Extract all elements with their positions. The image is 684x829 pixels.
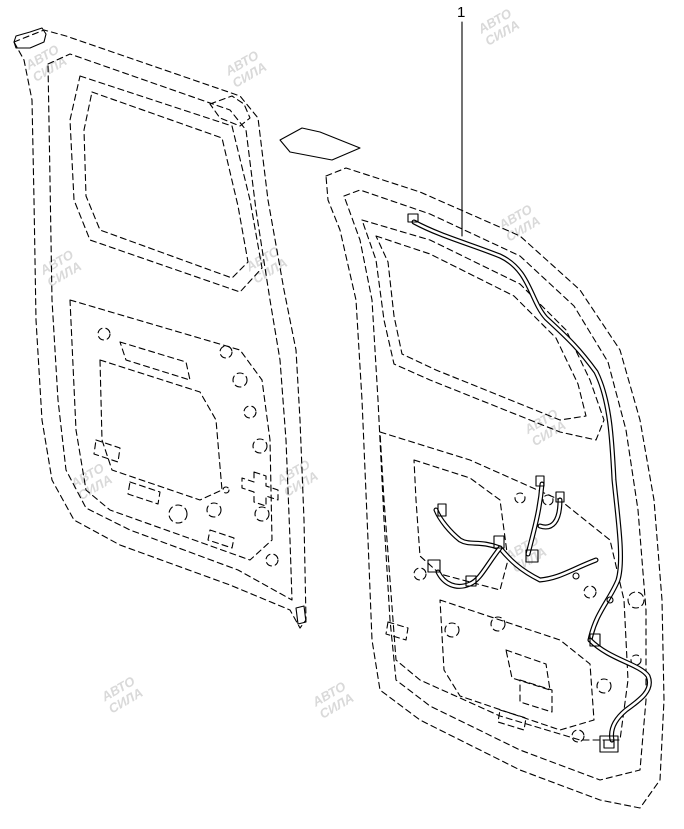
watermark: АВТО СИЛА bbox=[521, 406, 568, 449]
right-mount-hole bbox=[627, 591, 645, 609]
watermark: АВТО СИЛА bbox=[273, 457, 320, 500]
harness-clip bbox=[606, 596, 614, 604]
harness-loop-core bbox=[588, 638, 651, 742]
left-door-panel bbox=[13, 27, 307, 629]
door-wiring-harness bbox=[407, 213, 652, 753]
harness-connector bbox=[407, 213, 419, 223]
right-latch-bracket bbox=[519, 679, 553, 713]
left-mount-hole bbox=[243, 405, 257, 419]
right-window-frame bbox=[361, 219, 605, 441]
left-door-inner-edge bbox=[47, 53, 293, 601]
left-mount-hole bbox=[265, 553, 279, 567]
left-lower-bracket bbox=[295, 605, 307, 625]
harness-connector bbox=[535, 475, 545, 487]
right-slot bbox=[497, 709, 527, 731]
left-mount-hole bbox=[232, 372, 248, 388]
left-hinge-top bbox=[13, 27, 47, 49]
harness-connector bbox=[465, 575, 477, 587]
harness-end-connector-socket bbox=[603, 739, 615, 749]
harness-lower-branch bbox=[435, 545, 503, 589]
right-door-top-flange bbox=[279, 127, 361, 161]
watermark: АВТО СИЛА bbox=[495, 201, 542, 244]
right-mount-hole bbox=[490, 616, 506, 632]
callout-label: 1 bbox=[457, 4, 465, 21]
watermark: АВТО СИЛА bbox=[37, 247, 84, 290]
left-mount-hole bbox=[219, 345, 233, 359]
left-service-opening bbox=[99, 359, 223, 501]
left-mount-hole bbox=[206, 502, 222, 518]
left-hinge-bracket bbox=[209, 95, 251, 127]
left-slot bbox=[127, 481, 161, 505]
right-door-panel bbox=[279, 127, 665, 809]
left-slot bbox=[207, 529, 235, 549]
harness-lower-branch-core bbox=[436, 546, 502, 588]
watermark: АВТО СИЛА bbox=[222, 48, 269, 91]
left-mount-hole bbox=[168, 504, 188, 524]
watermark: АВТО СИЛА bbox=[98, 673, 145, 716]
left-mount-hole bbox=[97, 327, 111, 341]
left-slot bbox=[93, 439, 121, 463]
right-mount-hole bbox=[571, 729, 585, 743]
left-window-inner bbox=[83, 91, 249, 279]
right-lower-opening bbox=[439, 599, 595, 731]
left-window-frame bbox=[69, 75, 263, 293]
right-latch-bracket bbox=[505, 649, 551, 691]
right-mount-hole bbox=[413, 567, 427, 581]
harness-connector bbox=[493, 535, 505, 549]
harness-connector bbox=[427, 559, 441, 573]
left-mount-hole bbox=[254, 506, 270, 522]
right-mount-hole bbox=[542, 494, 554, 506]
right-mount-hole bbox=[514, 492, 526, 504]
right-door-inner-edge bbox=[343, 189, 647, 781]
left-cutout-upper bbox=[119, 341, 191, 381]
right-service-opening bbox=[413, 459, 509, 591]
harness-upper-branch-core bbox=[526, 482, 562, 556]
harness-upper-branch bbox=[525, 481, 563, 557]
watermark: АВТО СИЛА bbox=[309, 679, 356, 722]
harness-connector bbox=[525, 549, 539, 563]
watermark-layer: АВТО СИЛА АВТО СИЛА АВТО СИЛА АВТО СИЛА … bbox=[22, 6, 568, 722]
harness-main-trunk-core bbox=[412, 220, 622, 642]
left-lower-panel bbox=[69, 299, 273, 561]
harness-clip bbox=[572, 572, 580, 580]
harness-loop bbox=[587, 637, 652, 743]
harness-connector bbox=[437, 503, 447, 517]
left-mount-hole bbox=[252, 438, 268, 454]
watermark: АВТО СИЛА bbox=[67, 460, 114, 503]
harness-end-connector bbox=[599, 735, 619, 753]
harness-connector bbox=[555, 491, 565, 503]
right-window-inner bbox=[375, 235, 587, 421]
left-cross-cutout bbox=[241, 471, 279, 507]
right-door-outer-edge bbox=[325, 167, 665, 809]
harness-connector bbox=[589, 633, 601, 647]
right-mount-hole bbox=[444, 622, 460, 638]
callout-1: 1 bbox=[457, 4, 465, 237]
right-lower-panel bbox=[379, 431, 629, 741]
left-mount-hole bbox=[222, 486, 230, 494]
watermark: АВТО СИЛА bbox=[475, 6, 522, 49]
right-mount-hole bbox=[583, 585, 597, 599]
left-door-outer-edge bbox=[13, 29, 307, 629]
right-mount-hole bbox=[630, 654, 642, 666]
right-slot bbox=[385, 621, 409, 641]
harness-main-trunk bbox=[411, 219, 624, 643]
right-mount-hole bbox=[596, 678, 612, 694]
